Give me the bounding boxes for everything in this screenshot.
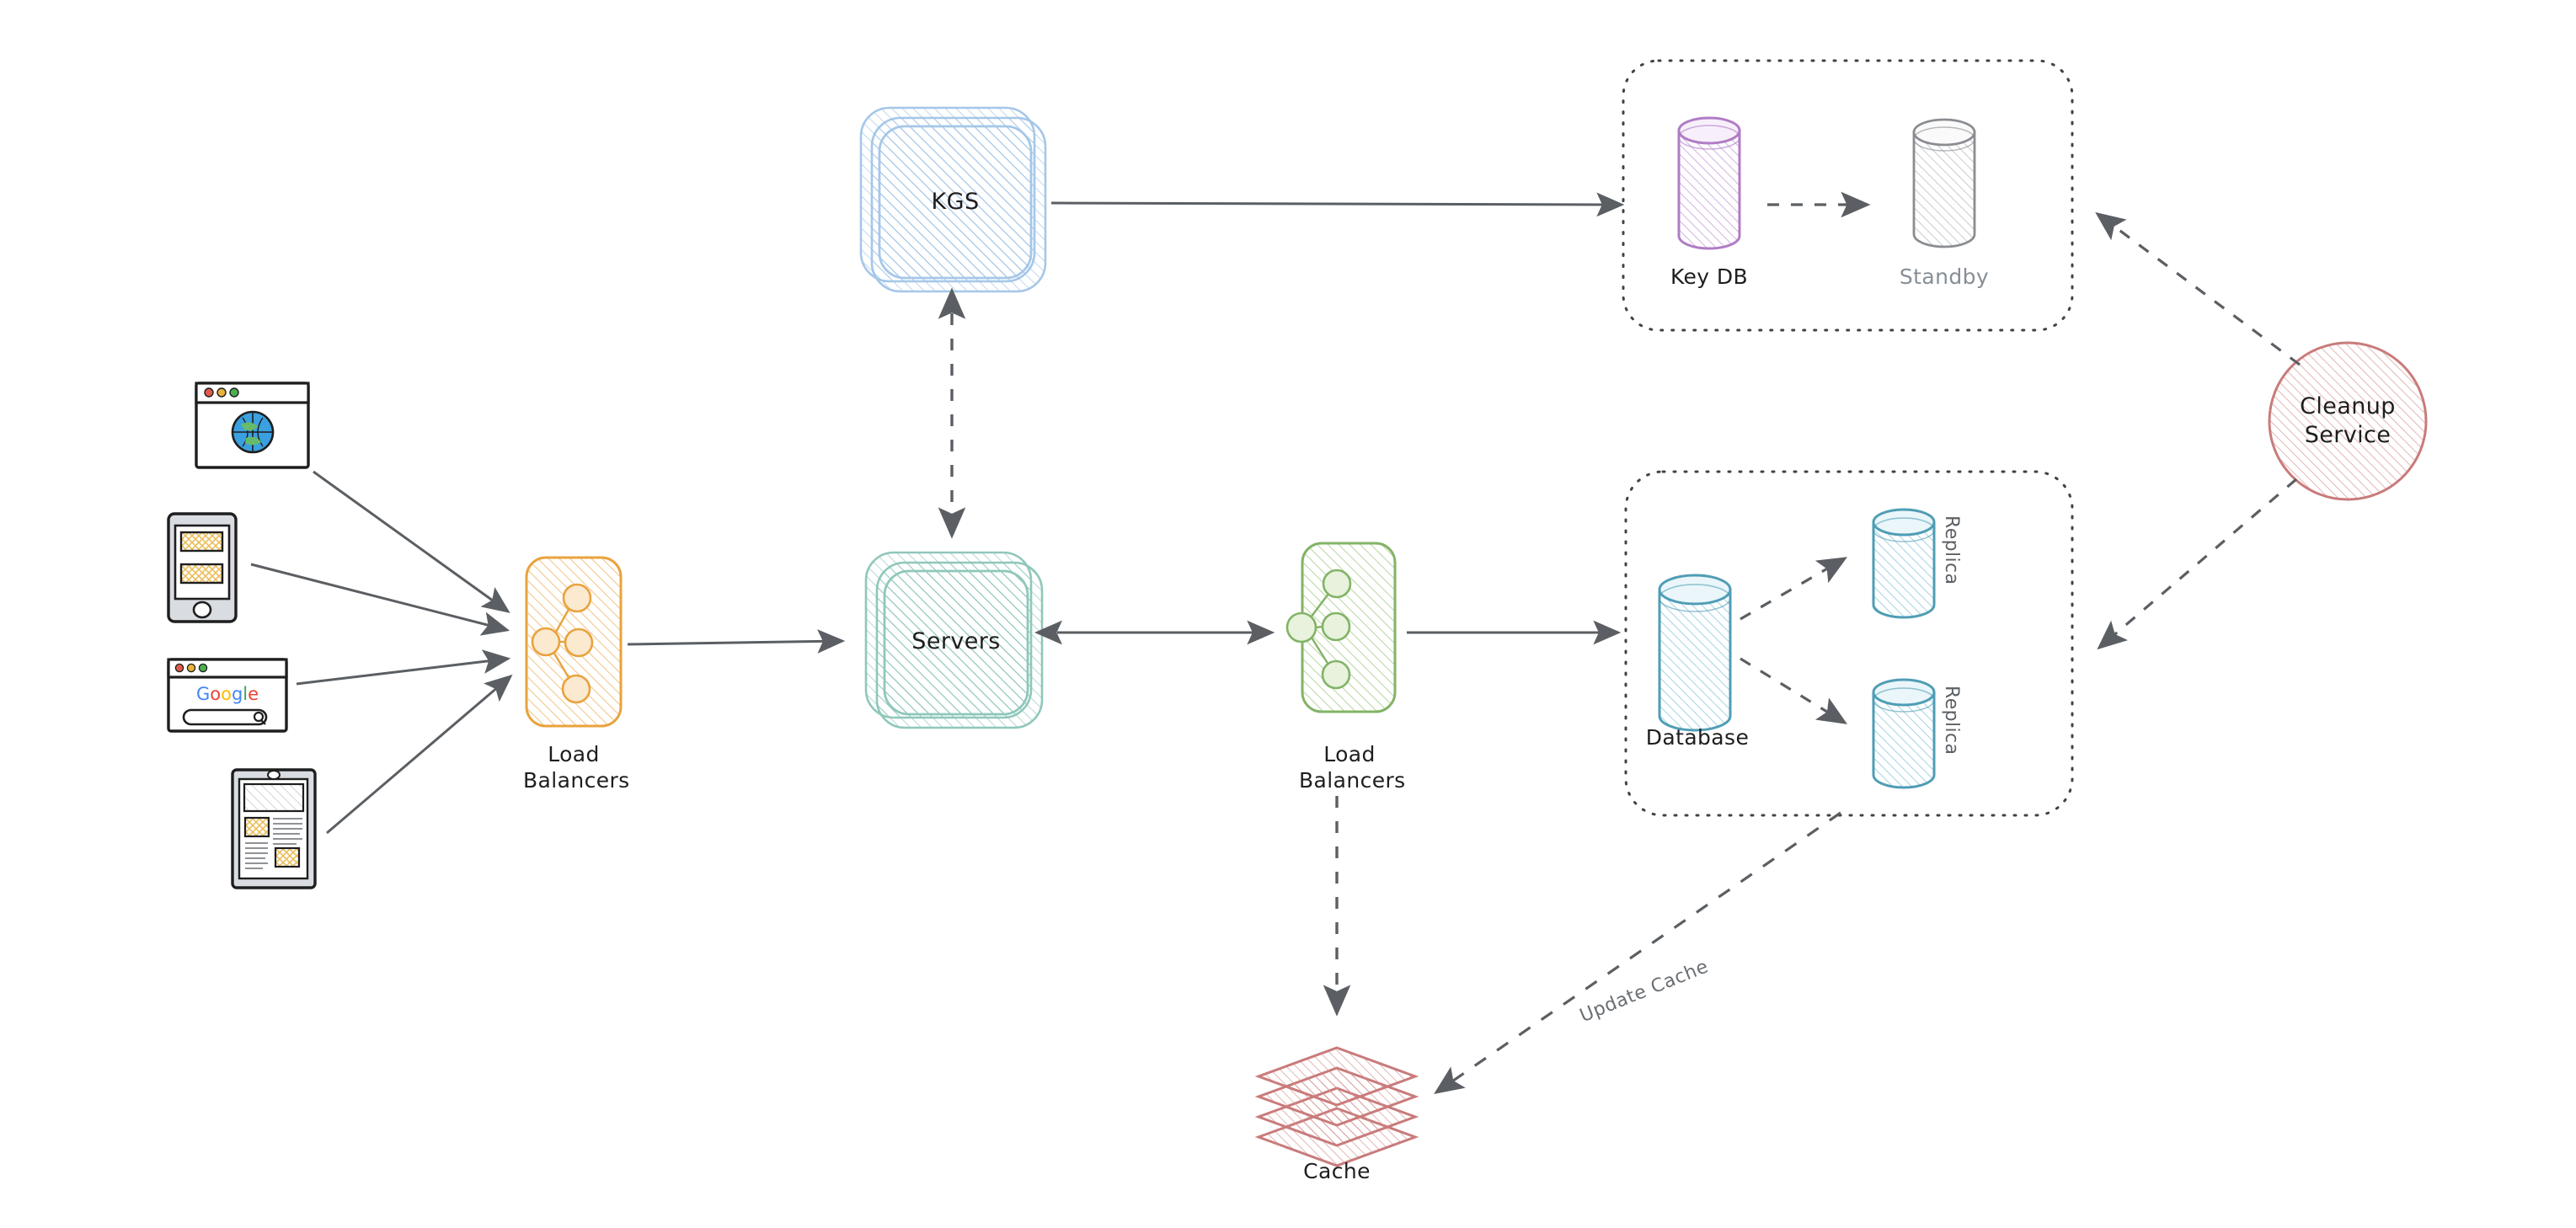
edge-cleanup-to-database-cluster (2097, 478, 2298, 650)
load-balancer-1-node[interactable] (525, 556, 623, 728)
replica-bottom-label: Replica (1941, 686, 1962, 755)
database-cluster-boundary (1624, 470, 2074, 817)
database-cylinder[interactable] (1658, 574, 1732, 732)
key-db-cylinder[interactable] (1677, 116, 1741, 250)
replica-bottom-cylinder[interactable] (1872, 678, 1936, 789)
cleanup-service-node[interactable] (2268, 341, 2428, 501)
key-db-cluster-boundary (1622, 59, 2074, 332)
replica-top-cylinder[interactable] (1872, 508, 1936, 619)
load-balancer-2-node[interactable] (1285, 542, 1397, 713)
browser-window-search-icon: Google (167, 658, 288, 733)
kgs-node[interactable] (859, 106, 1047, 293)
cache-node[interactable] (1254, 1046, 1419, 1167)
smartphone-icon (167, 512, 238, 623)
edge-search-to-lb1 (296, 649, 511, 686)
servers-node[interactable] (864, 551, 1044, 729)
edge-kgs-to-keydb (1050, 192, 1625, 217)
load-balancer-2-label: Load Balancers (1299, 742, 1406, 793)
edge-cleanup-to-keydb-cluster (2095, 211, 2301, 366)
edge-phone-to-lb1 (250, 563, 510, 636)
load-balancer-1-label: Load Balancers (523, 742, 630, 793)
database-label: Database (1645, 725, 1750, 750)
edge-database-to-replica-top (1740, 557, 1848, 621)
standby-cylinder[interactable] (1912, 118, 1976, 248)
replica-top-label: Replica (1941, 515, 1962, 585)
edge-lb1-to-servers (627, 629, 846, 654)
edge-tablet-to-lb1 (326, 674, 513, 835)
key-db-label: Key DB (1670, 264, 1749, 289)
cleanup-service-label: Cleanup Service (2300, 393, 2396, 448)
cache-label: Cache (1303, 1159, 1371, 1183)
edge-database-to-replica-bottom (1740, 657, 1848, 724)
browser-window-globe-icon (195, 382, 310, 469)
edge-database-to-cache (1434, 811, 1841, 1095)
standby-label: Standby (1899, 264, 1990, 289)
svg-text:Google: Google (196, 684, 259, 704)
servers-label: Servers (911, 628, 1001, 654)
tablet-article-icon (231, 768, 317, 889)
edge-browser-to-lb1 (313, 470, 510, 613)
kgs-label: KGS (931, 189, 980, 215)
